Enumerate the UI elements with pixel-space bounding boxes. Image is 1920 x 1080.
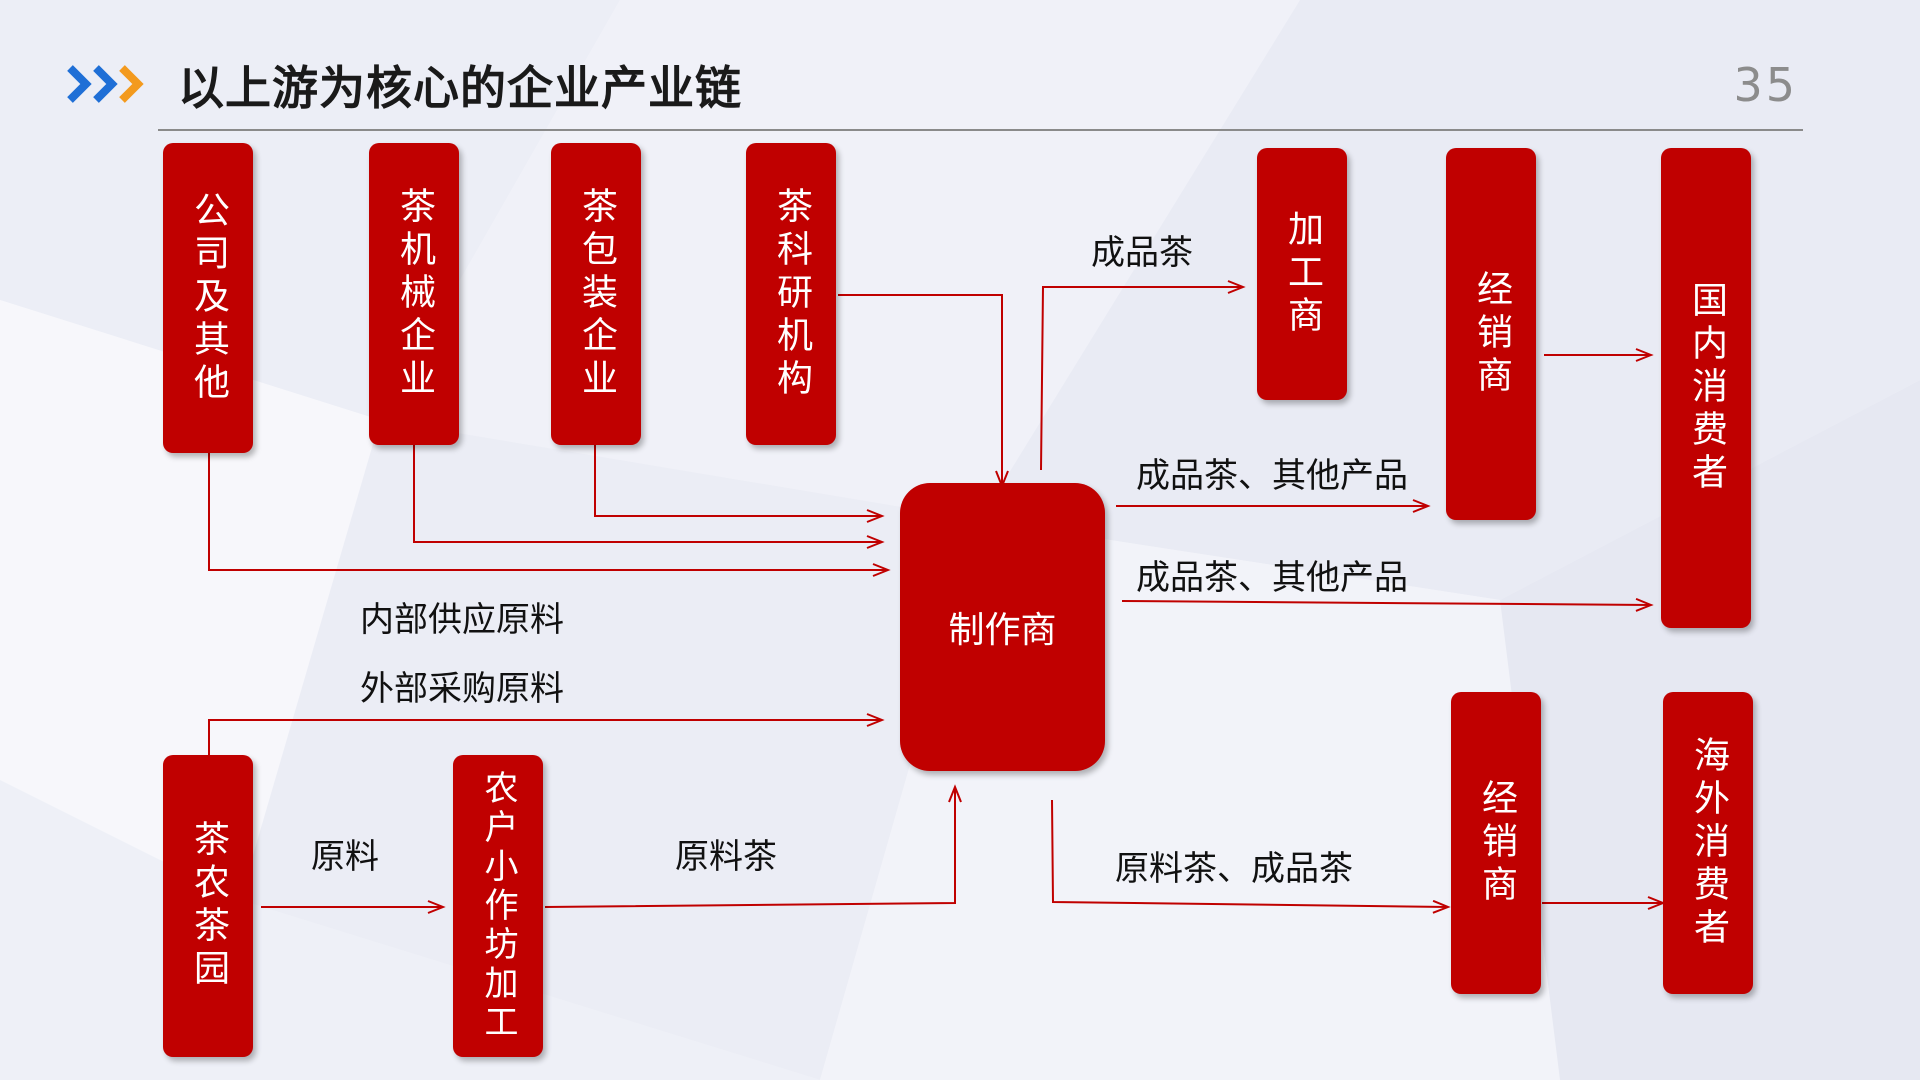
box-tea-research: 茶科研机构 [746,143,836,445]
box-tea-research-label: 茶科研机构 [771,186,812,402]
page-number: 35 [1733,58,1798,112]
label-raw-material: 原料 [311,837,379,877]
box-company-other: 公司及其他 [163,143,253,453]
box-domestic-consumer: 国内消费者 [1661,148,1751,628]
box-processor-label: 加工商 [1282,209,1323,339]
arrow-company-to-maker [208,453,891,577]
box-tea-garden: 茶农茶园 [163,755,253,1057]
arrow-maker-to-processor [1040,280,1246,471]
box-farmer-workshop-label: 农户小作坊加工 [478,769,518,1043]
arrow-workshop-to-maker [544,784,962,908]
box-tea-packaging: 茶包装企业 [551,143,641,445]
arrow-research-to-maker [838,294,1009,489]
box-processor: 加工商 [1257,148,1347,400]
header-divider [158,129,1803,131]
arrow-maker-to-distributor-bottom [1051,799,1451,914]
label-finished-tea: 成品茶 [1091,233,1193,273]
label-external-purchase: 外部采购原料 [360,669,564,709]
box-farmer-workshop: 农户小作坊加工 [453,755,543,1057]
box-overseas-consumer: 海外消费者 [1663,692,1753,994]
box-tea-machinery: 茶机械企业 [369,143,459,445]
label-raw-tea: 原料茶 [675,837,777,877]
chevron-arrows-icon [67,65,144,103]
arrow-maker-to-domestic [1121,597,1654,612]
label-finished-and-other-2: 成品茶、其他产品 [1136,558,1408,598]
arrow-machinery-to-maker [413,445,885,549]
box-tea-garden-label: 茶农茶园 [188,820,229,992]
page-title: 以上游为核心的企业产业链 [178,61,742,115]
box-distributor-bottom-label: 经销商 [1476,778,1517,908]
box-tea-machinery-label: 茶机械企业 [394,186,435,402]
box-company-other-label: 公司及其他 [188,190,229,406]
arrow-packaging-to-maker [594,445,885,523]
box-distributor-bottom: 经销商 [1451,692,1541,994]
box-maker: 制作商 [900,483,1105,771]
label-finished-and-other-1: 成品茶、其他产品 [1136,456,1408,496]
box-maker-label: 制作商 [948,610,1057,651]
label-raw-and-finished: 原料茶、成品茶 [1115,849,1353,889]
box-tea-packaging-label: 茶包装企业 [576,186,617,402]
box-distributor-top: 经销商 [1446,148,1536,520]
box-overseas-consumer-label: 海外消费者 [1688,735,1729,951]
box-domestic-consumer-label: 国内消费者 [1686,280,1727,496]
box-distributor-top-label: 经销商 [1471,269,1512,399]
label-internal-supply: 内部供应原料 [360,600,564,640]
arrow-garden-to-maker [208,713,885,755]
